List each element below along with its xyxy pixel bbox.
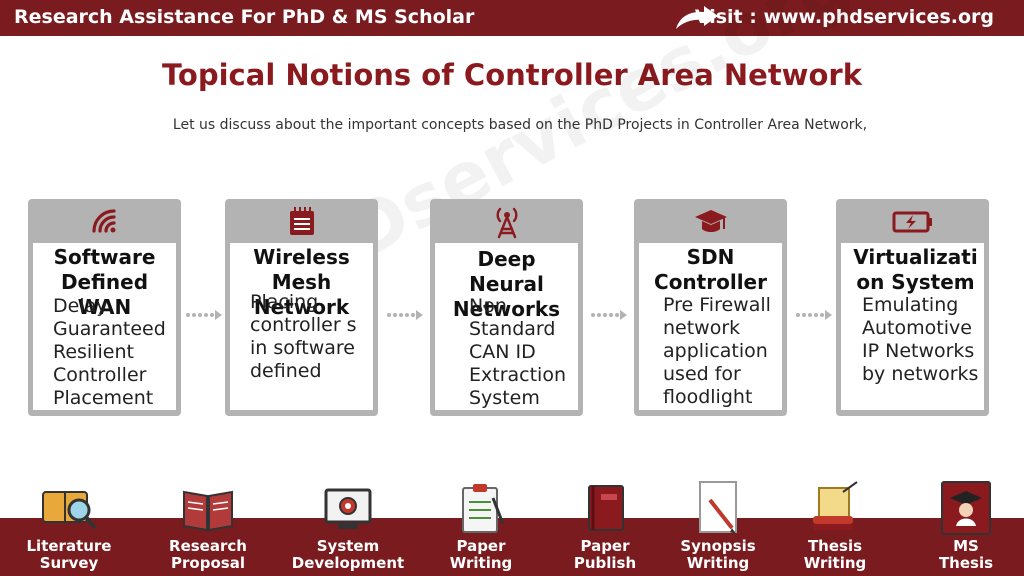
arrow-connector-icon xyxy=(387,310,423,320)
arrow-connector-icon xyxy=(186,310,222,320)
router-icon xyxy=(289,207,314,235)
arrow-connector-icon xyxy=(796,310,832,320)
page-subtitle: Let us discuss about the important conce… xyxy=(172,117,868,133)
website-link[interactable]: Visit : www.phdservices.org xyxy=(694,6,994,28)
concept-card-virtualization-system: Virtualization System Emulating Automoti… xyxy=(836,199,989,416)
card-title: Software Defined WAN xyxy=(53,245,156,319)
closed-book-icon xyxy=(588,485,624,531)
graduate-book-icon xyxy=(941,481,991,535)
page-title: Topical Notions of Controller Area Netwo… xyxy=(162,58,862,92)
clipboard-writing-icon xyxy=(462,484,505,533)
scroll-quill-icon xyxy=(813,481,858,530)
top-banner: Research Assistance For PhD & MS Scholar… xyxy=(0,0,1024,36)
concept-card-wireless-mesh-network: Wireless Mesh Network Placing controller… xyxy=(225,199,378,416)
curved-arrow-icon xyxy=(676,6,718,29)
card-body: Emulating Automotive IP Networks by netw… xyxy=(862,294,979,385)
arrow-connector-icon xyxy=(591,310,627,320)
concept-card-sdn-controller: SDN Controller Pre Firewall network appl… xyxy=(634,199,787,416)
card-body: Non Standard CAN ID Extraction System xyxy=(469,295,566,409)
graduation-cap-icon xyxy=(694,210,727,232)
card-title: Deep Neural Networks xyxy=(452,247,561,321)
antenna-tower-icon xyxy=(496,207,517,239)
card-body: Delay Guaranteed Resilient Controller Pl… xyxy=(53,295,166,409)
card-title: Wireless Mesh Network xyxy=(253,245,350,319)
pen-paper-icon xyxy=(699,481,737,534)
card-body: Placing controller s in software defined xyxy=(250,291,357,382)
services-bar xyxy=(0,518,1024,576)
battery-icon xyxy=(892,211,932,233)
card-title: SDN Controller xyxy=(654,245,767,294)
card-title: Virtualization System xyxy=(853,245,978,294)
book-magnifier-icon xyxy=(42,491,97,530)
computer-gear-icon xyxy=(324,488,372,529)
open-book-icon xyxy=(183,490,233,532)
wifi-signal-icon xyxy=(91,209,116,233)
brand-text: Research Assistance For PhD & MS Scholar xyxy=(14,6,475,28)
card-body: Pre Firewall network application used fo… xyxy=(663,294,771,408)
concept-card-software-defined-wan: Software Defined WAN Delay Guaranteed Re… xyxy=(28,199,181,416)
concept-card-deep-neural-networks: Deep Neural Networks Non Standard CAN ID… xyxy=(430,199,583,416)
